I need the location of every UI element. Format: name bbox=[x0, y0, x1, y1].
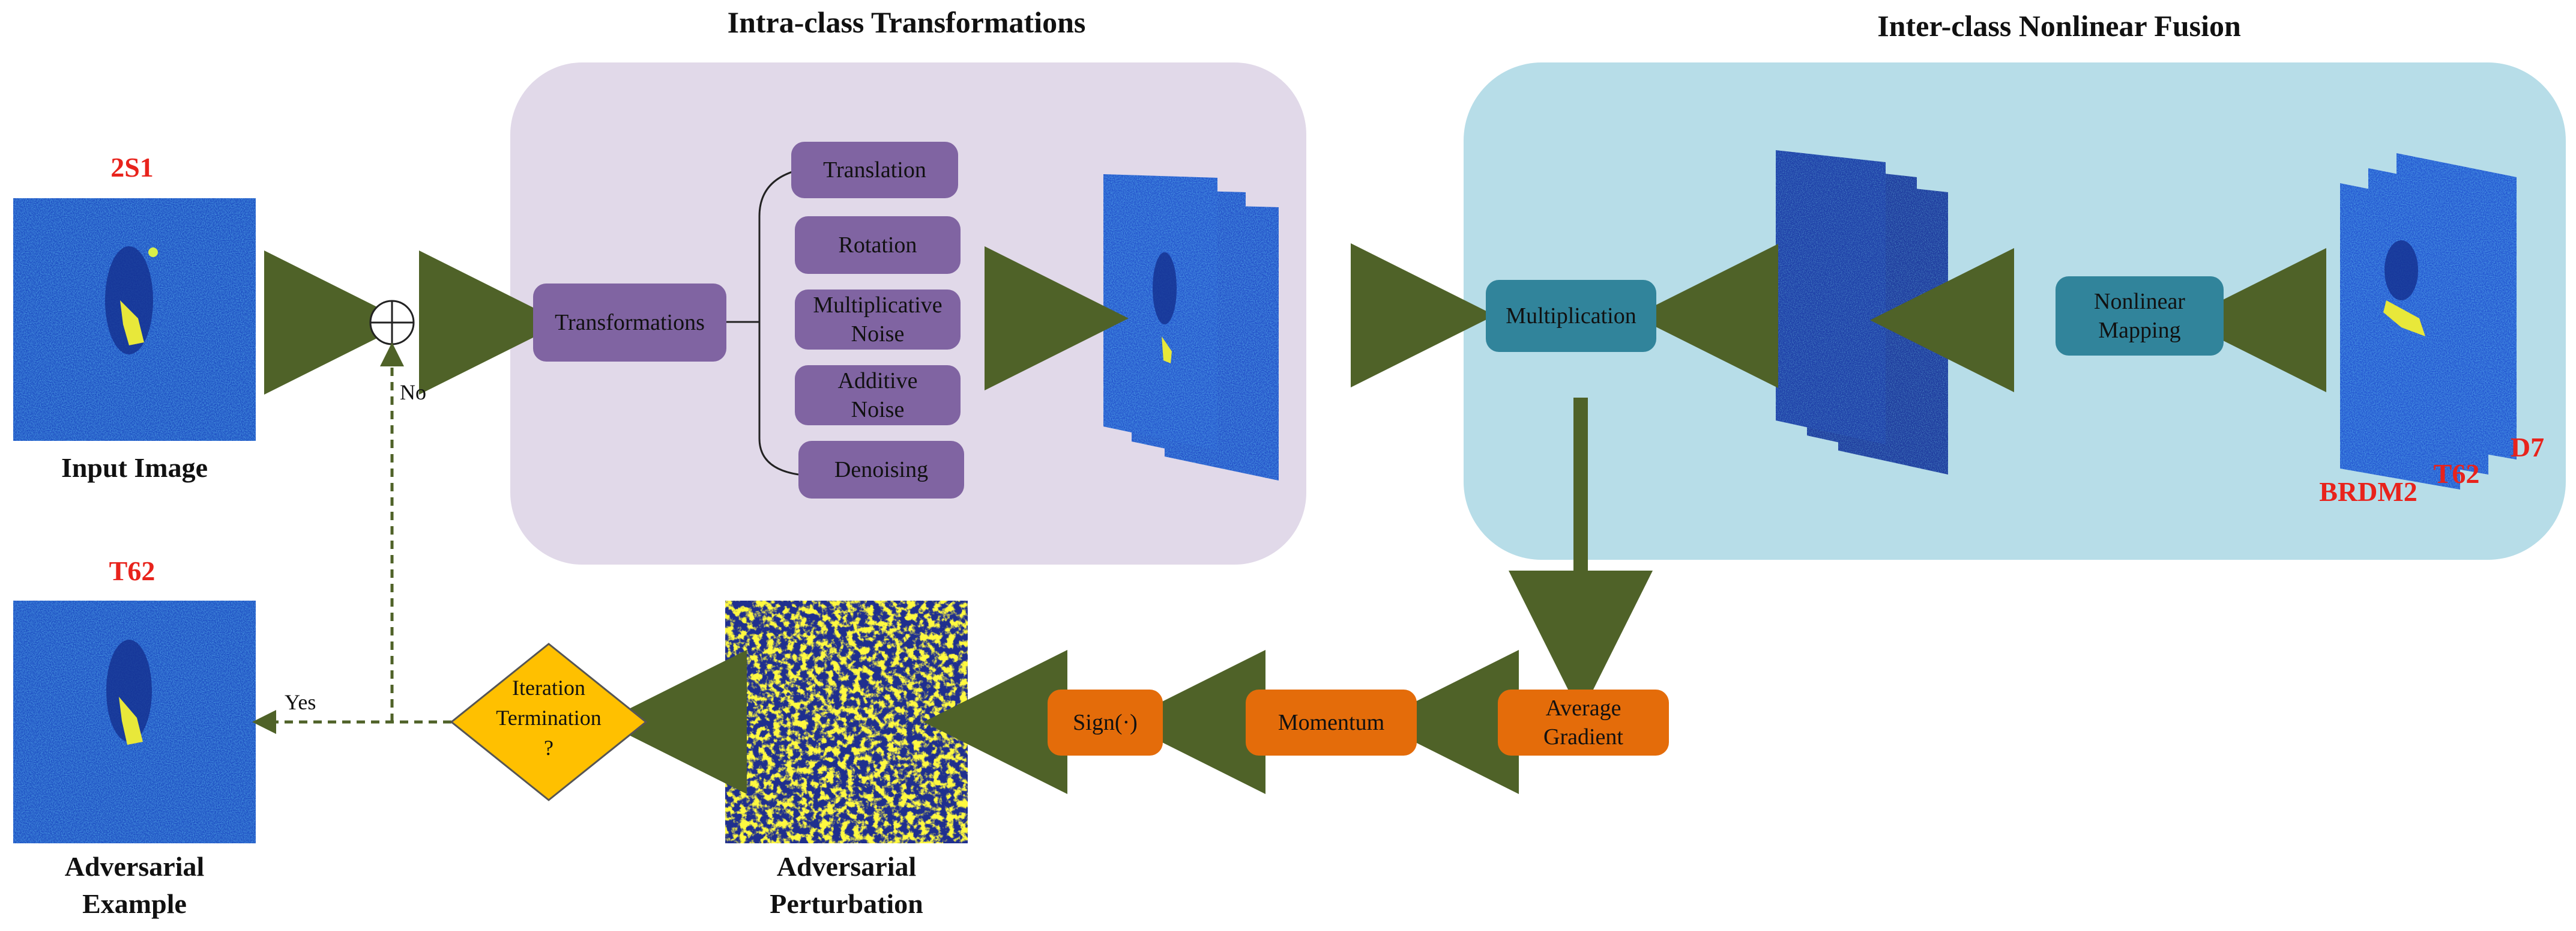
momentum-label: Momentum bbox=[1277, 710, 1385, 735]
adversarial-example-image bbox=[13, 601, 256, 843]
nonlinear-mapping-label-line2: Mapping bbox=[2098, 318, 2181, 343]
rotation-label: Rotation bbox=[838, 232, 917, 258]
adversarial-perturbation-image bbox=[725, 601, 968, 843]
feedback-lines bbox=[252, 342, 451, 734]
iteration-termination-line1: Iteration bbox=[512, 676, 585, 700]
rotation-box: Rotation bbox=[795, 216, 961, 274]
sum-node bbox=[369, 300, 415, 345]
iteration-termination-diamond bbox=[450, 643, 648, 801]
sign-label: Sign(·) bbox=[1073, 710, 1138, 735]
adversarial-perturbation-caption-line2: Perturbation bbox=[770, 888, 923, 919]
multiplicative-noise-label-line2: Noise bbox=[851, 321, 905, 347]
adversarial-example-caption-line1: Adversarial bbox=[64, 851, 205, 882]
nonlinear-mapping-label-line1: Nonlinear bbox=[2094, 289, 2185, 314]
denoising-label: Denoising bbox=[834, 457, 929, 482]
stack-label-d7: D7 bbox=[2510, 432, 2545, 462]
branch-no-label: No bbox=[400, 380, 426, 404]
intra-class-title: Intra-class Transformations bbox=[727, 5, 1086, 39]
adversarial-example-caption-line2: Example bbox=[82, 888, 187, 919]
inter-class-panel bbox=[1464, 62, 2566, 560]
stack-label-t62: T62 bbox=[2433, 458, 2480, 489]
stack-label-brdm2: BRDM2 bbox=[2319, 476, 2418, 507]
sign-box: Sign(·) bbox=[1048, 690, 1163, 756]
iteration-termination-line2: Termination bbox=[496, 706, 602, 730]
output-class-label: T62 bbox=[109, 556, 155, 586]
fused-image-stack bbox=[1776, 150, 1948, 475]
input-image-caption: Input Image bbox=[61, 452, 208, 483]
iteration-termination-line3: ? bbox=[544, 736, 554, 760]
additive-noise-label-line2: Noise bbox=[851, 397, 905, 422]
input-image bbox=[13, 198, 256, 441]
transformations-box: Transformations bbox=[533, 284, 726, 362]
average-gradient-box: Average Gradient bbox=[1498, 690, 1669, 756]
transformation-branches bbox=[726, 169, 799, 476]
nonlinear-mapping-box: Nonlinear Mapping bbox=[2056, 276, 2224, 356]
other-class-image-stack bbox=[2340, 153, 2517, 490]
multiplication-label: Multiplication bbox=[1506, 303, 1636, 329]
transformed-image-stack bbox=[1103, 174, 1279, 481]
average-gradient-label-line1: Average bbox=[1545, 696, 1621, 721]
multiplicative-noise-label-line1: Multiplicative bbox=[813, 293, 943, 318]
flow-arrows bbox=[264, 243, 2326, 794]
input-class-label: 2S1 bbox=[110, 152, 154, 183]
transformations-label: Transformations bbox=[555, 310, 705, 335]
multiplication-box: Multiplication bbox=[1486, 280, 1656, 352]
momentum-box: Momentum bbox=[1246, 690, 1417, 756]
average-gradient-label-line2: Gradient bbox=[1543, 724, 1623, 750]
adversarial-perturbation-caption-line1: Adversarial bbox=[776, 851, 917, 882]
additive-noise-label-line1: Additive bbox=[837, 368, 918, 393]
translation-label: Translation bbox=[823, 157, 926, 183]
additive-noise-box: Additive Noise bbox=[795, 365, 961, 425]
inter-class-title: Inter-class Nonlinear Fusion bbox=[1877, 9, 2241, 43]
iteration-termination-label: Iteration Termination ? bbox=[477, 673, 621, 763]
multiplicative-noise-box: Multiplicative Noise bbox=[795, 290, 961, 350]
branch-yes-label: Yes bbox=[285, 690, 316, 714]
translation-box: Translation bbox=[791, 142, 958, 198]
denoising-box: Denoising bbox=[798, 441, 964, 499]
